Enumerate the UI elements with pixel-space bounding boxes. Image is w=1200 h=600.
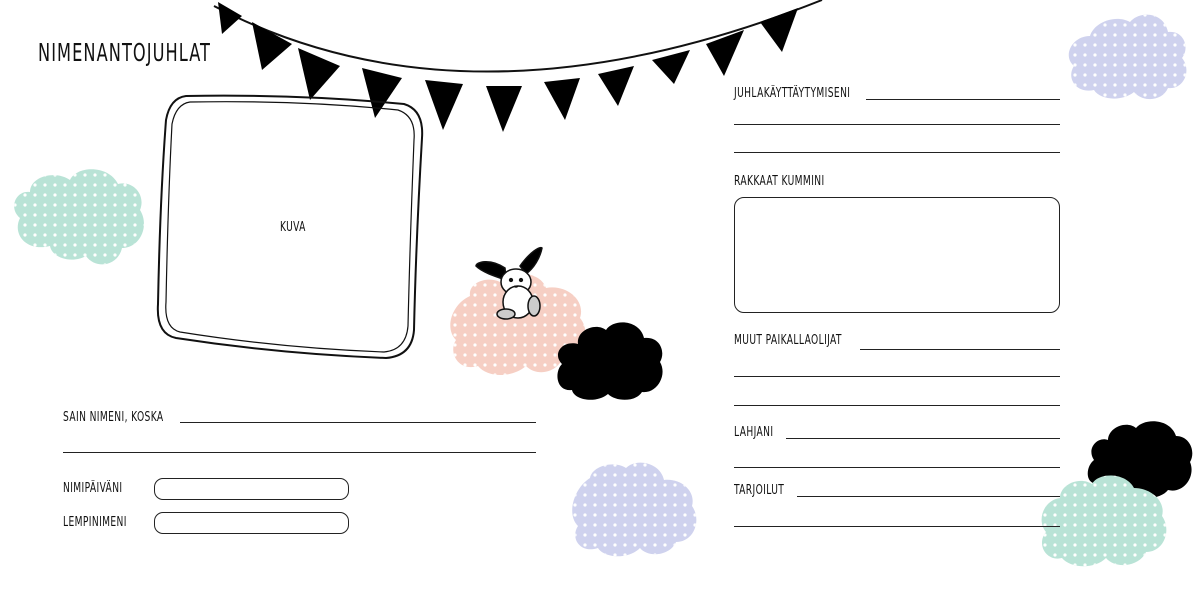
name-day-label: NIMIPÄIVÄNI [63,481,123,496]
reason-label: SAIN NIMENI, KOSKA [63,410,164,425]
gifts-label: LAHJANI [734,425,774,440]
mint-cloud-icon [14,169,144,265]
photo-frame [156,94,424,360]
godparents-box[interactable] [734,197,1060,313]
refreshments-line-2[interactable] [734,526,1060,527]
peach-cloud-icon [450,273,586,375]
name-day-field[interactable] [154,478,349,500]
lavender-cloud-bottom-icon [572,462,697,557]
party-behavior-line-3[interactable] [734,152,1060,153]
black-cloud-icon [557,322,663,400]
gifts-line-1[interactable] [786,438,1060,439]
other-guests-line-3[interactable] [734,405,1060,406]
other-guests-line-1[interactable] [860,349,1060,350]
party-behavior-line-1[interactable] [866,99,1060,100]
page-title: NIMENANTOJUHLAT [38,38,212,67]
party-behavior-label: JUHLAKÄYTTÄYTYMISENI [734,86,851,101]
nickname-field[interactable] [154,512,349,534]
lavender-cloud-icon [1068,14,1187,100]
photo-placeholder-label: KUVA [280,220,306,235]
bunting-string [213,0,823,73]
mint-cloud-right-icon [1041,475,1167,567]
refreshments-line-1[interactable] [797,496,1060,497]
other-guests-label: MUUT PAIKALLAOLIJAT [734,333,842,348]
godparents-label: RAKKAAT KUMMINI [734,174,825,189]
nickname-label: LEMPINIMENI [63,515,127,530]
bunny-icon [475,246,543,320]
bunting-flags-icon [218,2,798,132]
reason-input-line-1[interactable] [180,422,536,423]
gifts-line-2[interactable] [734,467,1060,468]
party-behavior-line-2[interactable] [734,124,1060,125]
refreshments-label: TARJOILUT [734,483,785,498]
reason-input-line-2[interactable] [63,452,536,453]
other-guests-line-2[interactable] [734,376,1060,377]
